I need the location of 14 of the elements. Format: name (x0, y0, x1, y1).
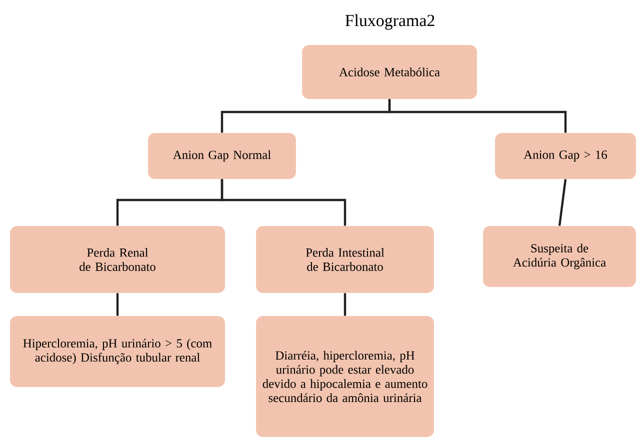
connector-line (558, 179, 567, 226)
process-box: Suspeita de Acidúria Orgânica (483, 226, 636, 287)
title: Fluxograma2 (345, 14, 434, 30)
connector-line (344, 293, 346, 316)
process-box: Hipercloremia, pH urinário > 5 (com acidose) Disfunção tubular renal (10, 316, 225, 387)
process-box: Perda Intestinal de Bicarbonato (256, 226, 434, 293)
connector-line (220, 179, 346, 226)
connector-line (388, 99, 567, 133)
process-box: Acidose Metabólica (302, 45, 477, 99)
connector-line (116, 293, 119, 316)
process-box: Diarréia, hipercloremia, pH urinário pode estar elevado devido a hipocalemia e aumento secundário da amônia urinária (256, 316, 434, 437)
process-box: Anion Gap Normal (148, 132, 296, 179)
process-box: Perda Renal de Bicarbonato (10, 226, 225, 293)
process-box: Anion Gap > 16 (495, 132, 636, 179)
